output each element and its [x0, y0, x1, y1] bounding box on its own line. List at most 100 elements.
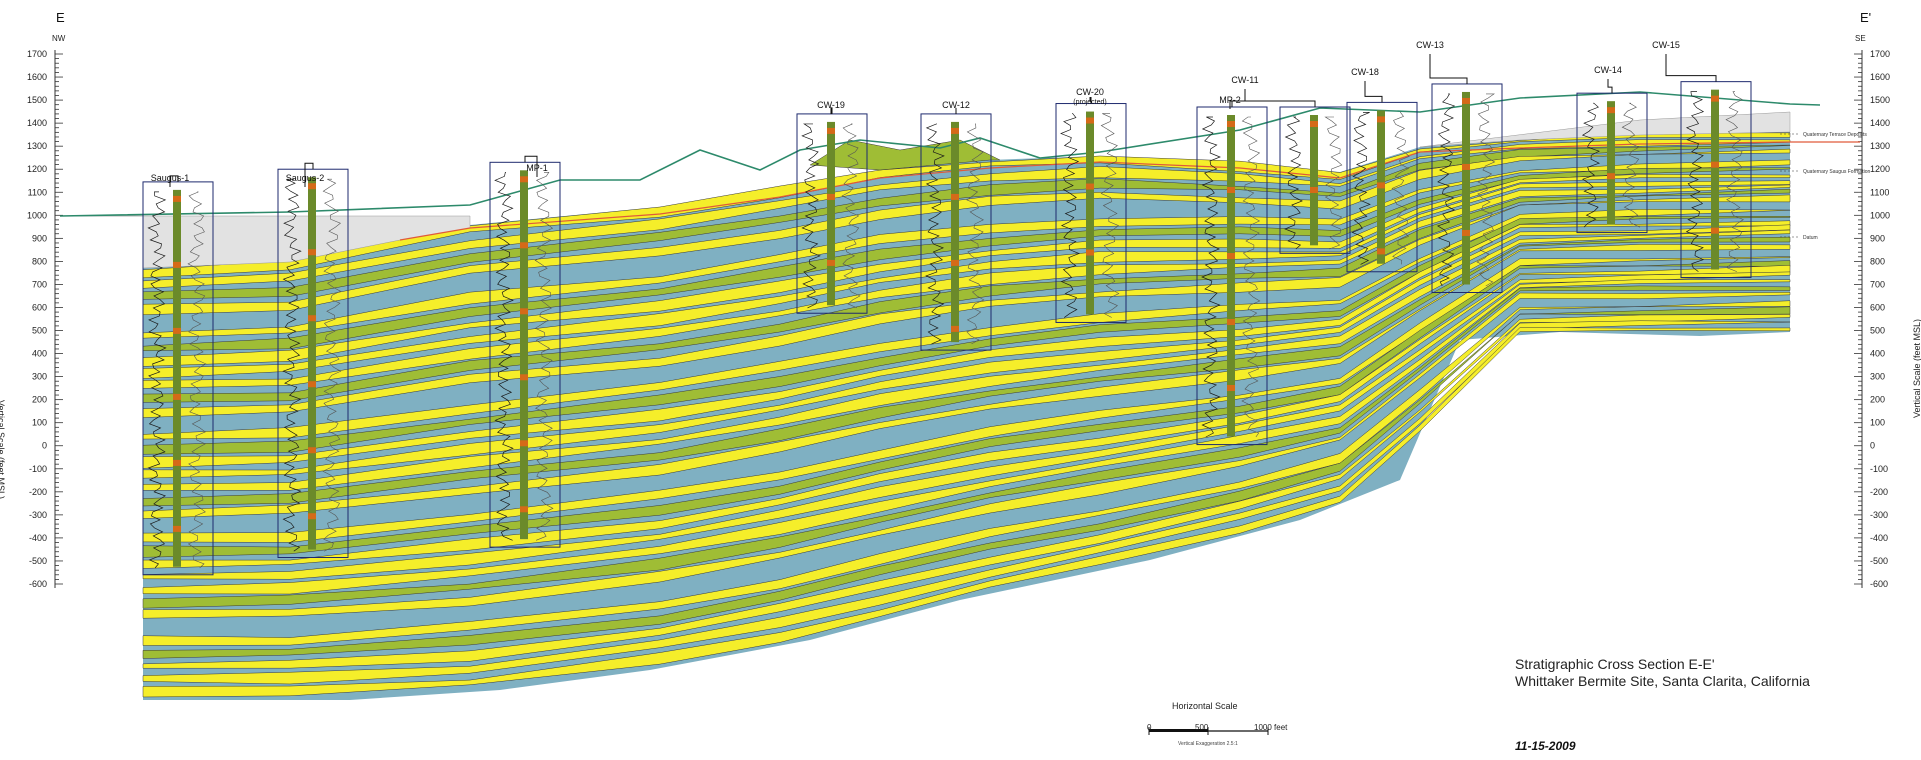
- stratum-layer: [142, 256, 1791, 543]
- lithology-interval: [1462, 163, 1470, 170]
- lithology-interval: [1086, 117, 1094, 124]
- lithology-interval: [1462, 229, 1470, 236]
- well-label: CW-11: [1231, 75, 1258, 85]
- right-axis-tick-label: -100: [1870, 464, 1888, 474]
- lithology-interval: [1711, 161, 1719, 168]
- figure-title: Stratigraphic Cross Section E-E' Whittak…: [1515, 656, 1810, 690]
- resistivity-log-trace: [966, 123, 985, 345]
- ground-surface-line: [59, 91, 1821, 217]
- legend-entry: Datum: [1803, 235, 1818, 241]
- lithology-interval: [951, 325, 959, 332]
- lithology-interval: [173, 261, 181, 268]
- right-axis-tick-label: 900: [1870, 233, 1885, 243]
- resistivity-log-trace: [1476, 93, 1496, 287]
- stratum-layer: [142, 271, 1791, 580]
- geophysical-log-trace: [1351, 112, 1371, 265]
- left-axis-title: Vertical Scale (feet MSL): [0, 400, 6, 500]
- geophysical-log-trace: [1436, 93, 1456, 287]
- left-axis-tick-label: 300: [32, 372, 47, 382]
- geophysical-log-trace: [1685, 91, 1705, 272]
- figure-title-line-1: Stratigraphic Cross Section E-E': [1515, 656, 1715, 672]
- clay-base: [143, 132, 1790, 700]
- stratum-layer: [142, 180, 1791, 379]
- left-axis-tick-label: 500: [32, 326, 47, 336]
- lithology-interval: [173, 525, 181, 532]
- lithology-interval: [520, 506, 528, 513]
- southeast-direction-label: SE: [1855, 34, 1866, 43]
- lithology-interval: [827, 193, 835, 200]
- stratum-layer: [142, 184, 1791, 389]
- lithology-column: [1310, 115, 1318, 246]
- stratum-layer: [142, 300, 1791, 646]
- lithology-interval: [308, 447, 316, 454]
- lithology-interval: [520, 176, 528, 183]
- right-axis-tick-label: -500: [1870, 556, 1888, 566]
- well-label: CW-18: [1351, 67, 1379, 77]
- lithology-interval: [1227, 187, 1235, 193]
- stratum-layer: [142, 167, 1791, 351]
- well-label: CW-20: [1076, 87, 1104, 97]
- stratum-layer: [142, 194, 1791, 418]
- right-axis-tick-label: 500: [1870, 326, 1885, 336]
- lithology-interval: [173, 393, 181, 400]
- well-label-leader: [1607, 79, 1613, 94]
- left-axis-tick-label: 1400: [27, 118, 47, 128]
- lithology-interval: [1462, 97, 1470, 104]
- left-axis-tick-label: 900: [32, 233, 47, 243]
- left-axis-tick-label: 1600: [27, 72, 47, 82]
- lithology-interval: [173, 195, 181, 202]
- lithology-interval: [1086, 249, 1094, 256]
- well-label: CW-13: [1416, 40, 1444, 50]
- right-axis-tick-label: 600: [1870, 302, 1885, 312]
- right-axis-tick-label: 100: [1870, 418, 1885, 428]
- lithology-interval: [951, 259, 959, 266]
- resistivity-log-trace: [534, 172, 554, 541]
- stratum-layer: [142, 279, 1791, 595]
- lithology-interval: [173, 327, 181, 334]
- geophysical-log-trace: [147, 191, 167, 569]
- stratum-layer: [142, 216, 1791, 455]
- left-axis-tick-label: -300: [29, 510, 47, 520]
- lithology-interval: [827, 259, 835, 266]
- lithology-interval: [1711, 227, 1719, 234]
- well-label: CW-14: [1594, 65, 1622, 75]
- well-label-leader: [830, 107, 833, 114]
- vertical-exaggeration-note: Vertical Exaggeration 2.5:1: [1178, 741, 1238, 747]
- right-axis-tick-label: 1700: [1870, 49, 1890, 59]
- horizontal-scale-segment: [1149, 729, 1208, 732]
- left-axis-tick-label: 200: [32, 395, 47, 405]
- lithology-interval: [308, 513, 316, 520]
- resistivity-log-trace: [1100, 113, 1120, 318]
- lithology-interval: [1377, 248, 1385, 255]
- lithology-interval: [1227, 319, 1235, 325]
- lithology-interval: [308, 315, 316, 322]
- figure-title-line-2: Whittaker Bermite Site, Santa Clarita, C…: [1515, 673, 1810, 689]
- lithology-interval: [1086, 183, 1094, 190]
- well-label: Saugus-2: [286, 173, 325, 183]
- stratum-layer: [142, 306, 1791, 659]
- horizontal-scale-title: Horizontal Scale: [1172, 701, 1238, 711]
- lithology-interval: [1377, 182, 1385, 189]
- resistivity-log-trace: [1324, 116, 1343, 250]
- left-axis-tick-label: -600: [29, 579, 47, 589]
- right-axis-tick-label: 1600: [1870, 72, 1890, 82]
- stratum-layer: [142, 159, 1791, 339]
- well-label: Saugus-1: [151, 173, 190, 183]
- resistivity-log-trace: [1391, 112, 1410, 265]
- formation-contact-line: [399, 141, 1860, 241]
- lithology-interval: [1711, 95, 1719, 102]
- stratum-layer: [142, 320, 1791, 685]
- stratum-layer: [142, 174, 1791, 367]
- well-label: MP-1: [526, 163, 548, 173]
- stratum-layer: [142, 132, 1791, 279]
- geophysical-log-trace: [494, 171, 514, 541]
- left-axis-tick-label: 100: [32, 418, 47, 428]
- right-axis-tick-label: 1400: [1870, 118, 1890, 128]
- horizontal-scale-tick-500: 500: [1195, 723, 1209, 732]
- well-label-leader: [304, 162, 314, 187]
- terrace-deposit: [1419, 111, 1791, 148]
- stratum-layer: [142, 229, 1791, 491]
- lithology-interval: [520, 308, 528, 315]
- left-axis-tick-label: 0: [42, 441, 47, 451]
- right-axis-tick-label: 1200: [1870, 164, 1890, 174]
